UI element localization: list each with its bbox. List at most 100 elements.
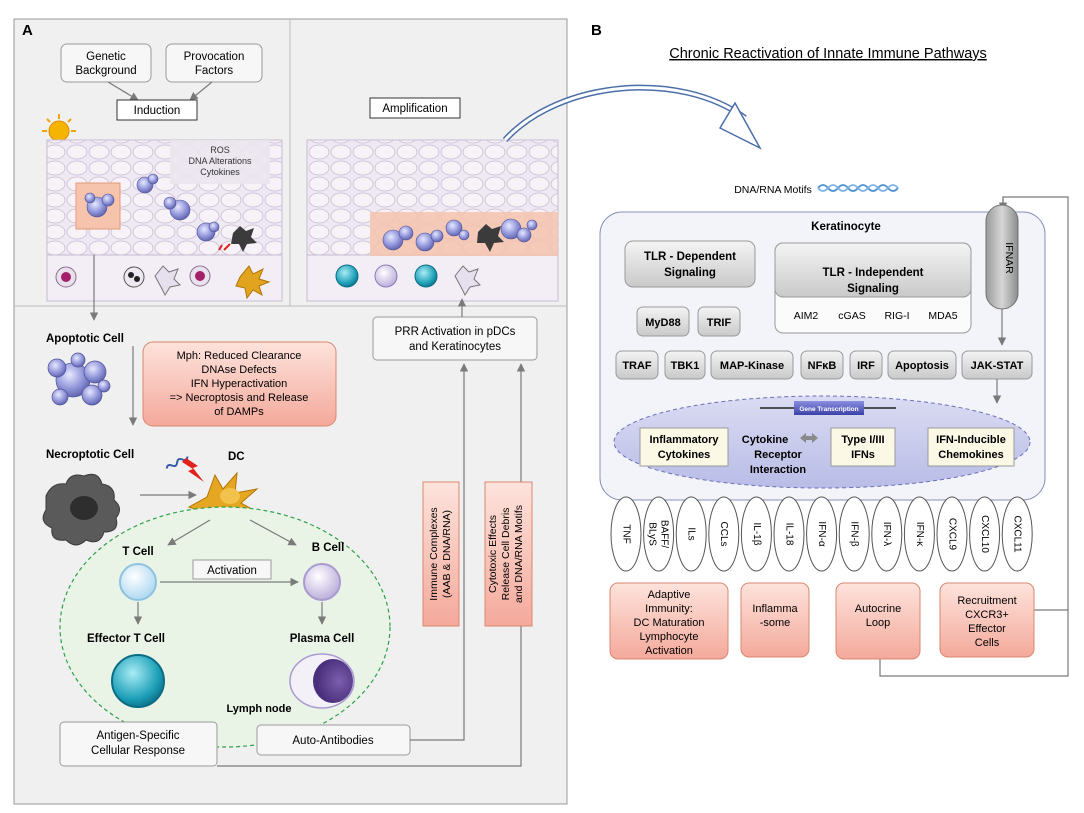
antigen-response-box: [59, 721, 218, 767]
genetic-background-box: [60, 43, 152, 83]
type-ifns-line-2: IFNs: [851, 449, 875, 461]
mediator-oval: [903, 496, 935, 572]
sensor-mda5: MDA5: [928, 310, 957, 322]
inflammasome-line-2: -some: [760, 617, 791, 629]
prr-activation-line-2: and Keratinocytes: [409, 341, 501, 353]
mph-line-4: => Necroptosis and Release: [170, 392, 309, 404]
activation-box: [192, 559, 272, 580]
autocrine-loop-box: [835, 582, 921, 660]
autocrine-line-1: Autocrine: [855, 603, 901, 615]
sensor-aim2: AIM2: [794, 310, 819, 322]
sensor-cgas: cGAS: [838, 310, 865, 322]
effector-t-cell-label: Effector T Cell: [87, 633, 165, 645]
adaptive-line-5: Activation: [645, 645, 693, 657]
cytokine-receptor-line-1: Cytokine: [742, 434, 788, 446]
apoptosis-box: [887, 350, 957, 380]
mediator-label: IFN-κ: [914, 522, 925, 547]
mph-line-2: DNAse Defects: [201, 364, 277, 376]
inflammatory-cytokines-box: [639, 427, 729, 467]
mph-line-3: IFN Hyperactivation: [191, 378, 288, 390]
necroptotic-cell-label: Necroptotic Cell: [46, 449, 134, 461]
tlr-independent-line-2: Signaling: [847, 283, 899, 295]
cytotoxic-effects-line-1: Cytotoxic Effects: [487, 515, 499, 593]
prr-activation-line-1: PRR Activation in pDCs: [395, 326, 516, 338]
inflammatory-cytokines-line-1: Inflammatory: [649, 434, 719, 446]
provocation-factors-label-2: Factors: [195, 65, 234, 77]
trif-label: TRIF: [707, 317, 732, 329]
cytotoxic-effects-box: [484, 481, 533, 627]
tissue-b-cell: [374, 264, 398, 288]
recruitment-box: [939, 582, 1035, 658]
mediator-label: IFN-β: [849, 521, 860, 546]
inflammatory-cytokines-line-2: Cytokines: [658, 449, 711, 461]
cytokines-tissue-label: Cytokines: [200, 167, 240, 177]
bidirectional-arrow-icon: [800, 433, 818, 443]
mediator-label: BAFF/BLyS: [647, 520, 670, 549]
necrotic-cell-icon: [231, 226, 257, 252]
auto-antibodies-label: Auto-Antibodies: [292, 735, 373, 747]
antigen-response-line-1: Antigen-Specific: [96, 730, 179, 742]
mph-line-5: of DAMPs: [214, 406, 264, 418]
mediator-label: IL-18: [783, 523, 794, 546]
induction-box: [116, 99, 198, 121]
dc-label: DC: [228, 451, 245, 463]
mediator-oval: [936, 496, 968, 572]
dna-helix-icon-b: [817, 184, 899, 192]
mediator-label: CCLs: [718, 521, 729, 546]
dna-rna-motifs-label: DNA/RNA Motifs: [734, 184, 812, 196]
ifn-chemokines-line-1: IFN-Inducible: [936, 434, 1006, 446]
antigen-response-line-2: Cellular Response: [91, 745, 185, 757]
sensor-rig-i: RIG-I: [884, 310, 909, 322]
ros-label-box: [170, 140, 270, 184]
dna-alterations-label: DNA Alterations: [188, 156, 252, 166]
epidermis-induction: ROS DNA Alterations Cytokines: [46, 139, 283, 302]
activation-label: Activation: [207, 565, 257, 577]
mediator-oval: [773, 496, 805, 572]
immune-cell-2: [123, 266, 145, 288]
t-cell-icon: [119, 563, 157, 601]
mediator-oval: [740, 496, 772, 572]
mediator-oval: [708, 496, 740, 572]
adaptive-line-2: Immunity:: [645, 603, 693, 615]
induction-label: Induction: [134, 105, 181, 117]
mediator-label: IFN-α: [816, 521, 827, 546]
myd88-box: [636, 306, 690, 337]
tbk1-label: TBK1: [671, 360, 700, 372]
b-cell-icon: [303, 563, 341, 601]
plasma-cell-label: Plasma Cell: [290, 633, 355, 645]
traf-label: TRAF: [622, 360, 652, 372]
t-cell-label: T Cell: [122, 546, 153, 558]
keratinocyte-label: Keratinocyte: [811, 221, 881, 233]
macrophage-icon: [154, 265, 182, 297]
cytokine-receptor-line-2: Receptor: [754, 449, 802, 461]
panel-b-title: Chronic Reactivation of Innate Immune Pa…: [669, 46, 987, 62]
panel-b-letter: B: [591, 22, 602, 39]
b-cell-label: B Cell: [312, 542, 345, 554]
nfkb-label: NFκB: [808, 360, 837, 372]
danger-signal-icon: [218, 243, 231, 251]
irf-box: [849, 350, 883, 380]
type-ifns-line-1: Type I/III: [841, 434, 884, 446]
mediator-label: ILs: [686, 527, 697, 540]
effector-t-cell-icon: [111, 654, 165, 708]
recruitment-line-4: Cells: [975, 637, 1000, 649]
mediator-oval: [806, 496, 838, 572]
tlr-independent-box: [774, 242, 972, 298]
epidermis-amplification: [306, 139, 559, 302]
map-kinase-box: [710, 350, 794, 380]
panel-b: B Chronic Reactivation of Innate Immune …: [502, 22, 1069, 677]
apoptotic-cell-icon: [47, 352, 111, 406]
arrow-provocation-to-induction: [189, 81, 213, 101]
ros-label: ROS: [210, 145, 230, 155]
panel-a-letter: A: [22, 22, 33, 39]
adaptive-line-3: DC Maturation: [634, 617, 705, 629]
adaptive-immunity-box: [609, 582, 729, 660]
mediator-oval: [1001, 496, 1033, 572]
inflammasome-line-1: Inflamma: [752, 603, 798, 615]
myd88-label: MyD88: [645, 317, 680, 329]
dc-lightning-icon: [182, 458, 204, 482]
mediator-label: CXCL9: [946, 518, 957, 551]
necrotic-cell-amplification-icon: [477, 224, 504, 252]
tissue-t-cell-1: [335, 264, 359, 288]
